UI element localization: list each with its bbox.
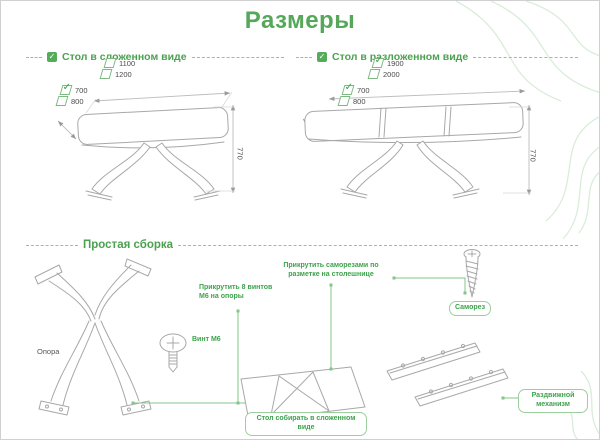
dash-line: [191, 56, 284, 58]
dash-line: [26, 244, 78, 246]
screw-tag: Саморез: [449, 301, 492, 316]
size-checkbox: [337, 96, 351, 106]
size-option-2000: 2000: [367, 69, 400, 79]
screw-note: Прикрутить саморезами по разметке на сто…: [283, 262, 379, 279]
slide-mechanism-drawing: [386, 342, 509, 407]
folded-panel-title: Стол в сложенном виде: [62, 51, 187, 63]
folded-panel-header: ✓ Стол в сложенном виде: [26, 51, 284, 63]
folded-height-label: 770: [235, 147, 245, 160]
connector-lines: [131, 276, 518, 405]
size-checkbox: [367, 69, 381, 79]
size-option-700-unfolded: ✓ 700: [341, 82, 370, 95]
tabletop-underside-drawing: [240, 366, 366, 422]
mechanism-tag: Раздвижной механизм: [518, 389, 588, 413]
bolt-label: Винт М6: [192, 336, 221, 343]
size-label: 700: [357, 85, 370, 95]
assemble-note-tag: Стол собирать в сложенном виде: [245, 412, 367, 436]
assembly-header: Простая сборка: [26, 239, 578, 251]
check-icon: ✓: [47, 52, 57, 62]
screw-drawing: [463, 249, 481, 298]
decor-swirls: [455, 1, 599, 439]
dash-line: [473, 56, 578, 58]
dash-line: [178, 244, 578, 246]
size-option-800: 800: [55, 96, 84, 106]
size-option-800-unfolded: 800: [337, 96, 366, 106]
unfolded-height-label: 770: [528, 149, 538, 162]
size-option-1900: ✓ 1900: [371, 55, 404, 68]
dash-line: [26, 56, 42, 58]
support-leg-drawing: [34, 258, 152, 416]
size-label: 1200: [115, 69, 132, 79]
unfolded-table-drawing: [302, 88, 532, 199]
size-option-700: ✓ 700: [59, 82, 88, 95]
size-option-1100: 1100: [103, 58, 136, 68]
size-label: 1100: [119, 58, 136, 68]
folded-table-drawing: [57, 91, 236, 201]
size-checkbox: ✓: [59, 82, 73, 95]
bolt-note: Прикрутить 8 винтов М6 на опоры: [199, 284, 273, 301]
size-label: 700: [75, 85, 88, 95]
size-checkbox: ✓: [341, 82, 355, 95]
bolt-drawing: [159, 333, 187, 373]
support-label: Опора: [37, 347, 60, 356]
page-title: Размеры: [244, 7, 356, 34]
dash-line: [296, 56, 312, 58]
size-label: 800: [71, 96, 84, 106]
size-checkbox: [99, 69, 113, 79]
size-checkbox: [103, 58, 117, 68]
size-checkbox: ✓: [371, 55, 385, 68]
size-checkbox: [55, 96, 69, 106]
unfolded-panel-title: Стол в разложенном виде: [332, 51, 469, 63]
assembly-title: Простая сборка: [83, 239, 174, 251]
size-label: 800: [353, 96, 366, 106]
size-label: 2000: [383, 69, 400, 79]
check-icon: ✓: [317, 52, 327, 62]
unfolded-panel-header: ✓ Стол в разложенном виде: [296, 51, 578, 63]
size-option-1200: 1200: [99, 69, 132, 79]
size-label: 1900: [387, 58, 404, 68]
